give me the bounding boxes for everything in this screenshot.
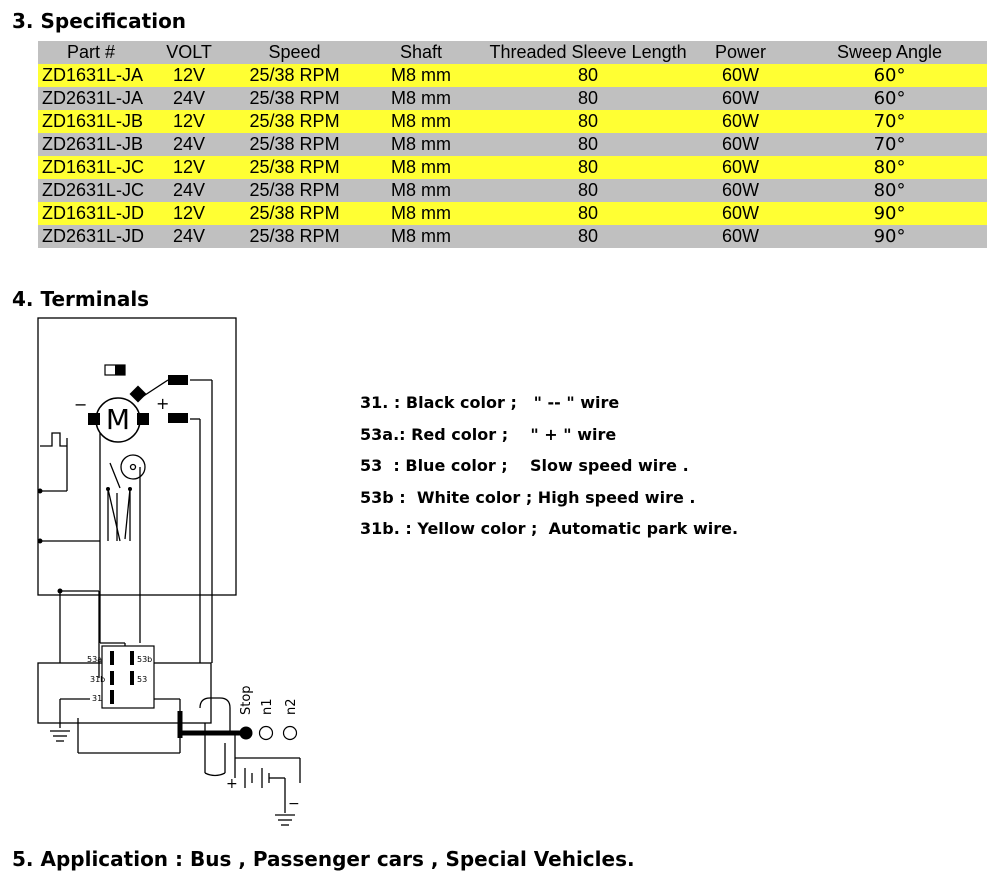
table-cell: 90° (873, 226, 906, 247)
table-cell: ZD2631L-JC (42, 180, 145, 200)
terminal-description: 53a.: Red color ; " + " wire (360, 424, 617, 444)
table-cell: ZD2631L-JA (42, 88, 144, 108)
terminal-31b-label: 31b (90, 675, 105, 684)
table-cell: 24V (173, 134, 206, 154)
table-row: ZD1631L-JC 12V 25/38 RPM M8 mm 80 60W 80° (38, 156, 987, 179)
table-cell: 60W (722, 203, 760, 223)
plus-sign: + (156, 394, 169, 413)
table-cell: M8 mm (391, 180, 452, 200)
table-cell: 60W (722, 157, 760, 177)
column-header: Threaded Sleeve Length (489, 42, 687, 62)
motor-symbol: M − + (74, 364, 188, 443)
terminal-description: 31b. : Yellow color ; Automatic park wir… (360, 519, 739, 538)
table-cell: 60W (722, 134, 760, 154)
table-cell: 80 (578, 180, 599, 200)
table-cell: 60° (873, 65, 906, 86)
table-row: ZD2631L-JD 24V 25/38 RPM M8 mm 80 60W 90° (38, 225, 987, 248)
table-cell: ZD1631L-JB (42, 111, 144, 131)
table-cell: 80 (578, 88, 599, 108)
table-cell: M8 mm (391, 134, 452, 154)
table-cell: 12V (173, 65, 206, 85)
table-cell: 80 (578, 203, 599, 223)
terminal-53-label: 53 (137, 675, 147, 684)
minus-sign: − (74, 395, 87, 414)
terminal-53a-label: 53a (87, 655, 102, 664)
table-row: ZD1631L-JB 12V 25/38 RPM M8 mm 80 60W 70° (38, 110, 987, 133)
terminals-heading: 4. Terminals (12, 287, 150, 311)
table-row: ZD2631L-JA 24V 25/38 RPM M8 mm 80 60W 60° (38, 87, 987, 110)
terminal-31-label: 31 (92, 694, 102, 703)
battery-plus-sign: + (226, 776, 238, 792)
column-header: VOLT (166, 42, 212, 62)
table-cell: M8 mm (391, 88, 452, 108)
table-cell: M8 mm (391, 65, 452, 85)
column-header: Shaft (400, 42, 443, 62)
specification-heading: 3. Specification (12, 9, 187, 33)
battery-minus-sign: − (288, 796, 300, 812)
table-cell: 25/38 RPM (249, 111, 340, 131)
table-cell: M8 mm (391, 203, 452, 223)
switch-n2-label: n2 (284, 698, 299, 715)
table-cell: M8 mm (391, 111, 452, 131)
table-cell: 80° (873, 180, 906, 201)
table-cell: 80 (578, 157, 599, 177)
table-cell: 60W (722, 65, 760, 85)
table-cell: M8 mm (391, 226, 452, 246)
table-cell: ZD1631L-JA (42, 65, 144, 85)
table-cell: 25/38 RPM (249, 203, 340, 223)
table-cell: 60W (722, 180, 760, 200)
table-cell: 25/38 RPM (249, 157, 340, 177)
table-cell: 80 (578, 226, 599, 246)
application-heading: 5. Application : Bus , Passenger cars , … (12, 847, 635, 871)
table-cell: 60W (722, 111, 760, 131)
table-cell: 25/38 RPM (249, 88, 340, 108)
table-cell: 70° (873, 111, 906, 132)
table-cell: 25/38 RPM (249, 65, 340, 85)
terminal-description: 53b : White color ; High speed wire . (360, 487, 696, 507)
speed-switch: Stop n1 n2 (239, 685, 299, 741)
table-row: ZD2631L-JC 24V 25/38 RPM M8 mm 80 60W 80° (38, 179, 987, 202)
column-header: Speed (268, 42, 321, 62)
table-header-row: Part # VOLT Speed Shaft Threaded Sleeve … (38, 41, 987, 64)
table-cell: 24V (173, 88, 206, 108)
table-cell: 25/38 RPM (249, 226, 340, 246)
table-cell: 24V (173, 226, 206, 246)
table-cell: 90° (873, 203, 906, 224)
specification-table: Part # VOLT Speed Shaft Threaded Sleeve … (38, 41, 987, 248)
table-cell: 60° (873, 88, 906, 109)
table-cell: 70° (873, 134, 906, 155)
column-header: Part # (67, 42, 116, 62)
table-cell: ZD2631L-JD (42, 226, 145, 246)
table-cell: 60W (722, 88, 760, 108)
table-cell: 60W (722, 226, 760, 246)
table-cell: 25/38 RPM (249, 134, 340, 154)
table-cell: 25/38 RPM (249, 180, 340, 200)
table-cell: 80 (578, 65, 599, 85)
table-cell: 24V (173, 180, 206, 200)
switch-n1-label: n1 (260, 698, 275, 715)
table-cell: ZD1631L-JC (42, 157, 145, 177)
table-cell: 80 (578, 111, 599, 131)
column-header: Sweep Angle (836, 42, 943, 62)
wiring-diagram: M − + 53a 31b 31 53b 53 Stop n1 n2 + − (37, 317, 301, 826)
terminal-descriptions: 31. : Black color ; " -- " wire 53a.: Re… (360, 391, 738, 549)
column-header: Power (715, 42, 767, 62)
motor-label: M (106, 403, 130, 436)
table-cell: 80 (578, 134, 599, 154)
table-cell: ZD2631L-JB (42, 134, 144, 154)
table-row: ZD1631L-JD 12V 25/38 RPM M8 mm 80 60W 90° (38, 202, 987, 225)
table-cell: M8 mm (391, 157, 452, 177)
table-cell: ZD1631L-JD (42, 203, 145, 223)
table-row: ZD1631L-JA 12V 25/38 RPM M8 mm 80 60W 60° (38, 64, 987, 87)
terminal-description: 53 : Blue color ; Slow speed wire . (360, 456, 689, 475)
terminal-53b-label: 53b (137, 655, 152, 664)
table-cell: 80° (873, 157, 906, 178)
switch-stop-label: Stop (239, 685, 254, 715)
table-cell: 12V (173, 157, 206, 177)
table-cell: 12V (173, 111, 206, 131)
table-row: ZD2631L-JB 24V 25/38 RPM M8 mm 80 60W 70° (38, 133, 987, 156)
terminal-description: 31. : Black color ; " -- " wire (360, 393, 620, 412)
table-cell: 12V (173, 203, 206, 223)
connector-block: 53a 31b 31 53b 53 (87, 645, 155, 709)
